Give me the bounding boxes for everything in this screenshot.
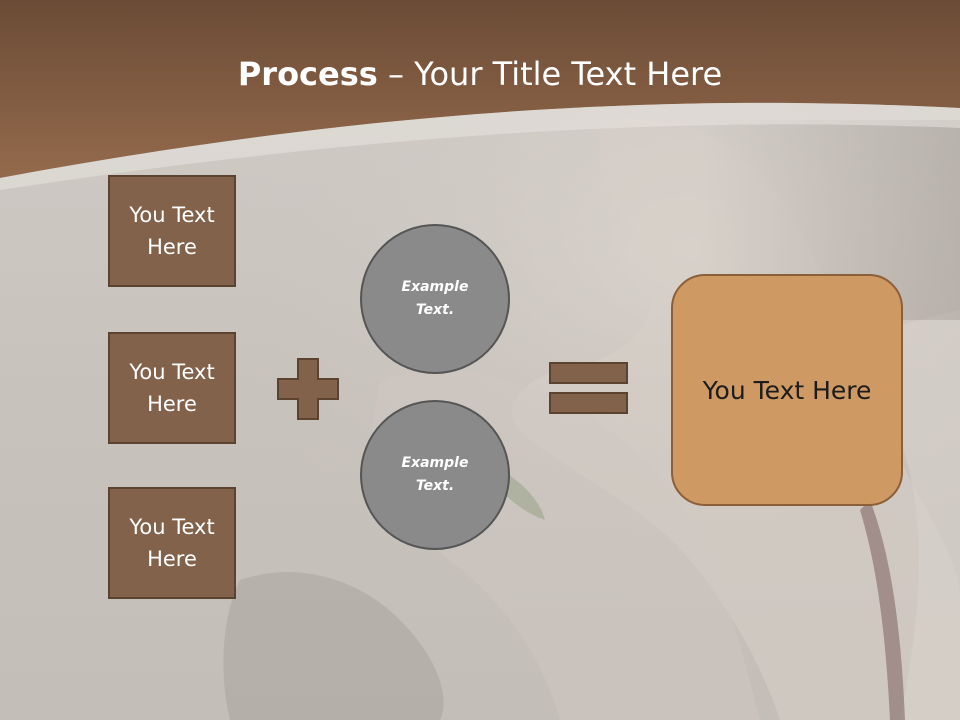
title-bold: Process (237, 55, 378, 93)
title-rest: – Your Title Text Here (377, 55, 723, 93)
input-box-2[interactable]: You Text Here (108, 332, 236, 444)
result-label: You Text Here (702, 375, 872, 405)
operand-label: Example Text. (401, 279, 469, 318)
operand-circle-1[interactable]: Example Text. (360, 224, 510, 374)
header-band (0, 0, 960, 190)
input-box-3[interactable]: You Text Here (108, 487, 236, 599)
result-box[interactable]: You Text Here (671, 274, 903, 506)
input-box-label: You Text Here (129, 203, 215, 259)
equals-icon (549, 362, 628, 414)
input-box-1[interactable]: You Text Here (108, 175, 236, 287)
input-box-label: You Text Here (129, 515, 215, 571)
input-box-label: You Text Here (129, 360, 215, 416)
slide-title: Process – Your Title Text Here (0, 52, 960, 96)
operand-circle-2[interactable]: Example Text. (360, 400, 510, 550)
operand-label: Example Text. (401, 455, 469, 494)
plus-icon (277, 358, 339, 420)
